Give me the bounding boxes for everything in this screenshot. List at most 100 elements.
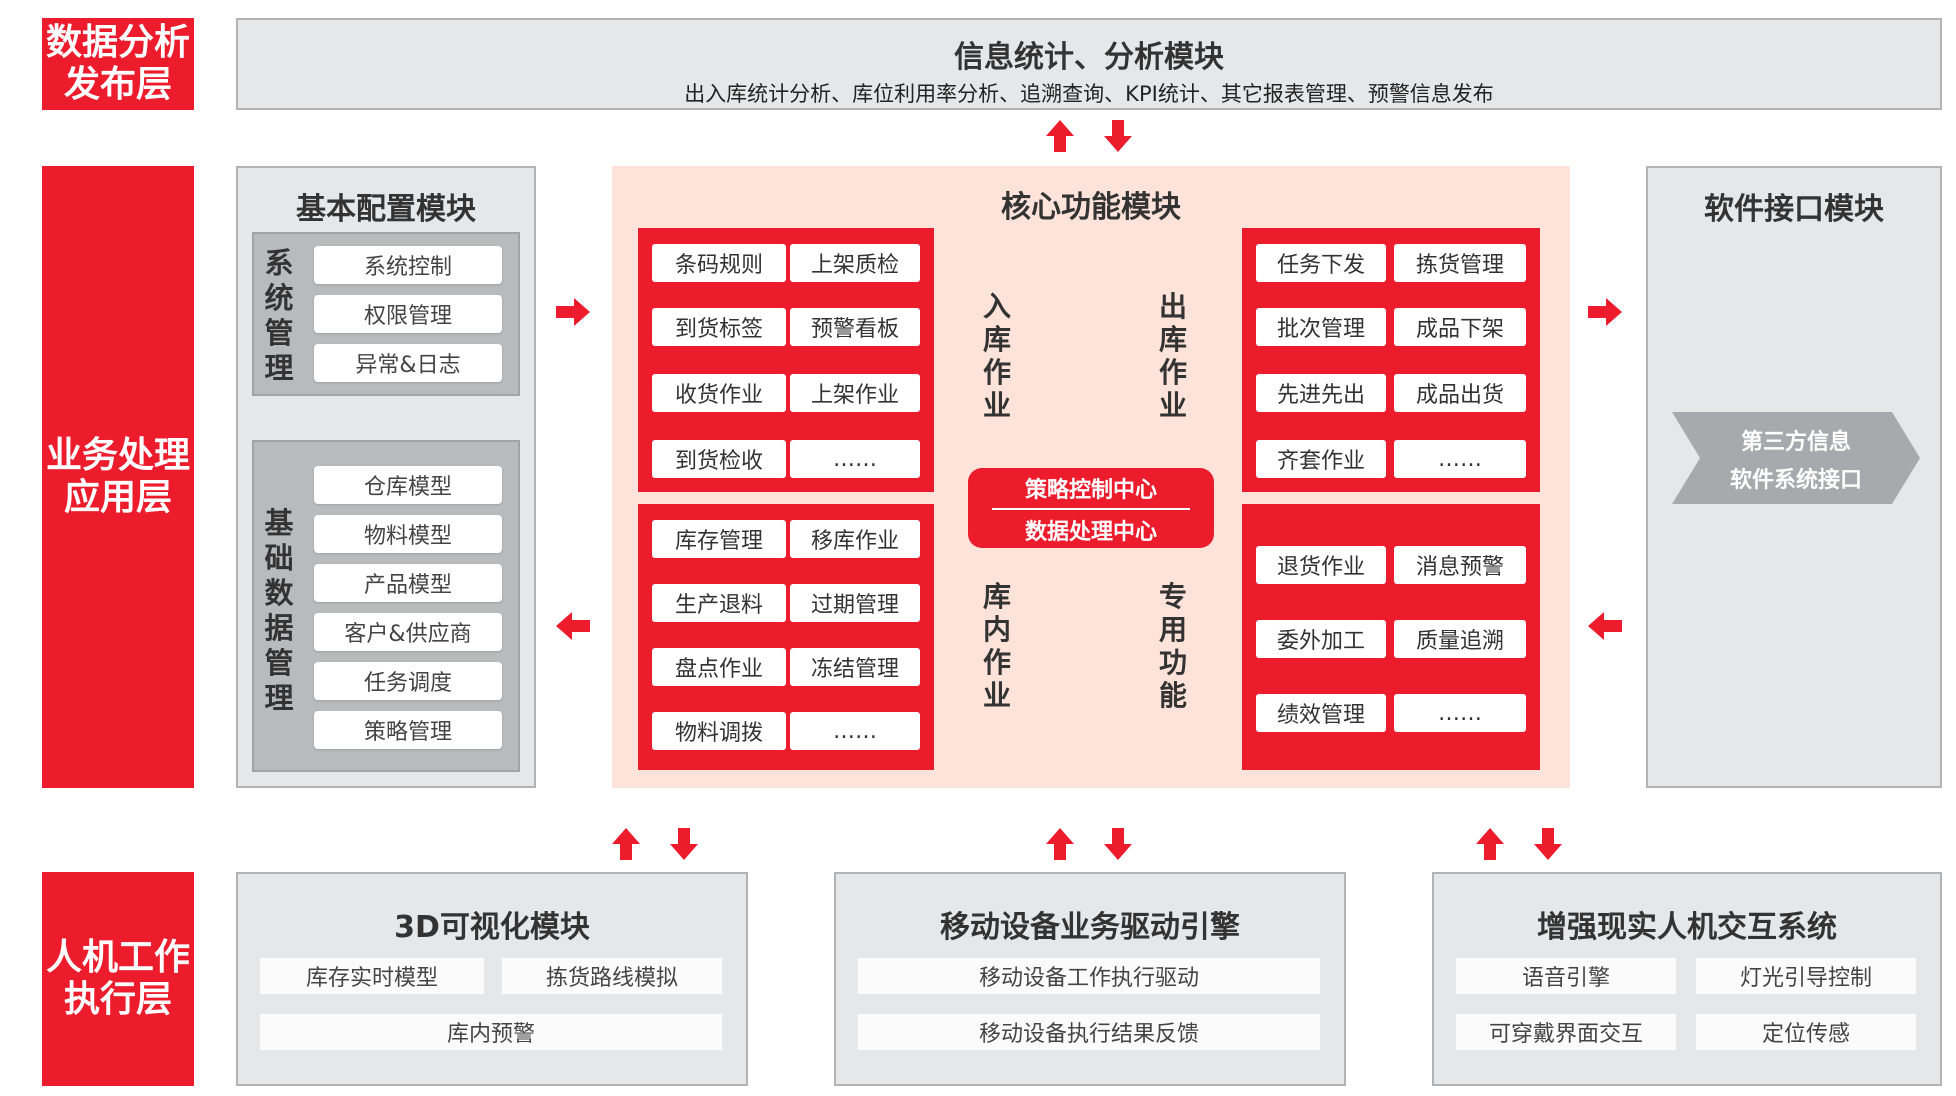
basic-config-title: 基本配置模块 [296, 192, 476, 227]
arrow-down-icon [1534, 828, 1562, 860]
interface-module: 软件接口模块 第三方信息 软件系统接口 [1646, 166, 1942, 788]
outbound-item: 拣货管理 [1394, 244, 1526, 282]
arrow-right-icon [556, 298, 590, 326]
special-panel: 退货作业 消息预警 委外加工 质量追溯 绩效管理 …… [1242, 504, 1540, 770]
interface-arrow-line2: 软件系统接口 [1729, 468, 1862, 493]
arrow-down-icon [1104, 828, 1132, 860]
viz3d-module: 3D可视化模块 库存实时模型 拣货路线模拟 库内预警 [236, 872, 748, 1086]
control-center-block: 策略控制中心 数据处理中心 [968, 468, 1214, 548]
mobile-title: 移动设备业务驱动引擎 [940, 910, 1240, 945]
arrow-up-icon [1046, 120, 1074, 152]
ar-item: 定位传感 [1696, 1014, 1916, 1050]
outbound-item: 成品下架 [1394, 308, 1526, 346]
system-mgmt-label: 系统管理 [264, 246, 294, 385]
ar-item: 可穿戴界面交互 [1456, 1014, 1676, 1050]
ar-title: 增强现实人机交互系统 [1537, 910, 1837, 945]
special-item: …… [1394, 694, 1526, 732]
internal-item: 生产退料 [652, 584, 786, 622]
system-item: 权限管理 [314, 295, 502, 333]
inbound-item: 上架作业 [790, 374, 920, 412]
special-item: 消息预警 [1394, 546, 1526, 584]
arrow-left-icon [1588, 612, 1622, 640]
internal-panel: 库存管理 移库作业 生产退料 过期管理 盘点作业 冻结管理 物料调拨 …… [638, 504, 934, 770]
interface-chevron-shape [1672, 412, 1920, 504]
base-data-mgmt-group: 基础数据管理 仓库模型 物料模型 产品模型 客户&供应商 任务调度 策略管理 [252, 440, 520, 772]
interface-arrow-line1: 第三方信息 [1740, 430, 1851, 455]
mobile-item: 移动设备执行结果反馈 [858, 1014, 1320, 1050]
outbound-item: 成品出货 [1394, 374, 1526, 412]
viz3d-item: 库存实时模型 [260, 958, 484, 994]
arrow-up-icon [1476, 828, 1504, 860]
arrow-left-icon [556, 612, 590, 640]
ar-module: 增强现实人机交互系统 语音引擎 灯光引导控制 可穿戴界面交互 定位传感 [1432, 872, 1942, 1086]
outbound-panel: 任务下发 拣货管理 批次管理 成品下架 先进先出 成品出货 齐套作业 …… [1242, 228, 1540, 492]
internal-item: 盘点作业 [652, 648, 786, 686]
outbound-item: 先进先出 [1256, 374, 1386, 412]
internal-item: 过期管理 [790, 584, 920, 622]
layer-label-business-text: 业务处理 应用层 [45, 435, 190, 518]
inbound-item: 条码规则 [652, 244, 786, 282]
arrow-down-icon [1104, 120, 1132, 152]
inbound-item: 上架质检 [790, 244, 920, 282]
outbound-item: 任务下发 [1256, 244, 1386, 282]
layer-label-publish-text: 数据分析 发布层 [45, 22, 190, 105]
core-module: 核心功能模块 条码规则 上架质检 到货标签 预警看板 收货作业 上架作业 到货检… [612, 166, 1570, 788]
base-data-item: 产品模型 [314, 564, 502, 602]
internal-item: 物料调拨 [652, 712, 786, 750]
inbound-item: 预警看板 [790, 308, 920, 346]
base-data-item: 仓库模型 [314, 466, 502, 504]
basic-config-module: 基本配置模块 系统管理 系统控制 权限管理 异常&日志 基础数据管理 仓库模型 … [236, 166, 536, 788]
core-module-title: 核心功能模块 [1001, 190, 1181, 225]
base-data-item: 物料模型 [314, 515, 502, 553]
strategy-control-center: 策略控制中心 [1024, 478, 1157, 503]
inbound-item: …… [790, 440, 920, 478]
internal-item: 冻结管理 [790, 648, 920, 686]
interface-chevron [1672, 412, 1920, 504]
layer-label-business: 业务处理 应用层 [42, 166, 194, 788]
outbound-item: 齐套作业 [1256, 440, 1386, 478]
arrow-right-icon [1588, 298, 1622, 326]
arrow-down-icon [670, 828, 698, 860]
mobile-item: 移动设备工作执行驱动 [858, 958, 1320, 994]
outbound-label: 出库作业 [1158, 290, 1187, 422]
system-mgmt-group: 系统管理 系统控制 权限管理 异常&日志 [252, 232, 520, 396]
inbound-panel: 条码规则 上架质检 到货标签 预警看板 收货作业 上架作业 到货检收 …… [638, 228, 934, 492]
inbound-item: 收货作业 [652, 374, 786, 412]
mobile-module: 移动设备业务驱动引擎 移动设备工作执行驱动 移动设备执行结果反馈 [834, 872, 1346, 1086]
inbound-item: 到货标签 [652, 308, 786, 346]
base-data-mgmt-label: 基础数据管理 [264, 506, 294, 715]
base-data-item: 策略管理 [314, 711, 502, 749]
data-processing-center: 数据处理中心 [1024, 520, 1157, 545]
system-item: 异常&日志 [314, 344, 502, 382]
special-item: 绩效管理 [1256, 694, 1386, 732]
layer-label-execution-text: 人机工作 执行层 [45, 937, 190, 1020]
special-label: 专用功能 [1158, 580, 1187, 712]
internal-label: 库内作业 [982, 580, 1011, 712]
stats-module-title: 信息统计、分析模块 [954, 40, 1224, 75]
ar-item: 语音引擎 [1456, 958, 1676, 994]
internal-item: 库存管理 [652, 520, 786, 558]
base-data-item: 任务调度 [314, 662, 502, 700]
arrow-up-icon [1046, 828, 1074, 860]
system-item: 系统控制 [314, 246, 502, 284]
stats-module-subtitle: 出入库统计分析、库位利用率分析、追溯查询、KPI统计、其它报表管理、预警信息发布 [684, 82, 1494, 106]
interface-module-title: 软件接口模块 [1704, 192, 1884, 227]
ar-item: 灯光引导控制 [1696, 958, 1916, 994]
outbound-item: …… [1394, 440, 1526, 478]
viz3d-item: 库内预警 [260, 1014, 722, 1050]
layer-label-execution: 人机工作 执行层 [42, 872, 194, 1086]
special-item: 退货作业 [1256, 546, 1386, 584]
inbound-label: 入库作业 [982, 290, 1011, 422]
arrow-up-icon [612, 828, 640, 860]
outbound-item: 批次管理 [1256, 308, 1386, 346]
layer-label-publish: 数据分析 发布层 [42, 18, 194, 110]
viz3d-title: 3D可视化模块 [394, 910, 590, 945]
viz3d-item: 拣货路线模拟 [502, 958, 722, 994]
base-data-item: 客户&供应商 [314, 613, 502, 651]
internal-item: …… [790, 712, 920, 750]
center-divider [992, 508, 1190, 510]
internal-item: 移库作业 [790, 520, 920, 558]
stats-module: 信息统计、分析模块 出入库统计分析、库位利用率分析、追溯查询、KPI统计、其它报… [236, 18, 1942, 110]
special-item: 委外加工 [1256, 620, 1386, 658]
